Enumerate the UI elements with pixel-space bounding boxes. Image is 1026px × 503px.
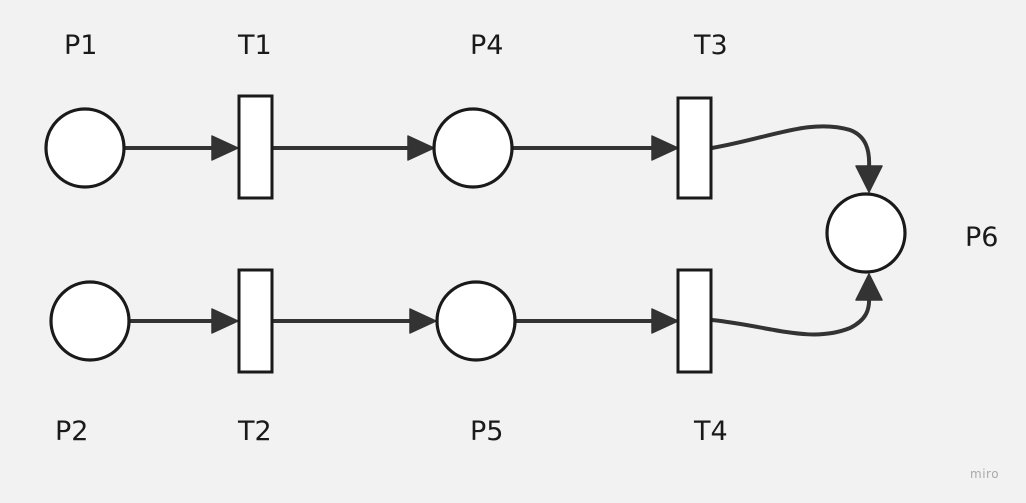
arc-p4-t3-arrowhead — [651, 135, 679, 161]
arc-t2-p5-arrowhead — [409, 308, 437, 334]
place-p1-label: P1 — [64, 30, 97, 61]
place-p2-label: P2 — [55, 416, 88, 447]
place-p5 — [435, 280, 517, 362]
place-p1 — [44, 107, 126, 189]
transition-t1-label: T1 — [237, 30, 272, 61]
transition-t3-label: T3 — [693, 30, 728, 61]
transition-t4-label: T4 — [693, 416, 728, 447]
transition-t2 — [237, 268, 274, 374]
transition-t4 — [676, 268, 713, 374]
arc-p5-t4-arrowhead — [651, 308, 679, 334]
place-p6 — [825, 192, 907, 274]
place-p5-label: P5 — [470, 416, 503, 447]
arc-p2-t2-arrowhead — [211, 308, 239, 334]
arc-p1-t1-arrowhead — [211, 135, 239, 161]
arc-t4-p6 — [710, 294, 872, 337]
miro-watermark: miro — [970, 467, 999, 481]
place-p4 — [432, 107, 514, 189]
place-p4-label: P4 — [470, 30, 503, 61]
arc-t3-p6 — [710, 124, 872, 170]
arc-t1-p4-arrowhead — [407, 135, 435, 161]
transition-t2-label: T2 — [237, 416, 272, 447]
place-p6-label: P6 — [965, 222, 998, 253]
place-p2 — [49, 280, 131, 362]
transition-t1 — [237, 94, 274, 200]
transition-t3 — [676, 96, 713, 200]
arc-t3-p6-arrowhead — [855, 165, 883, 193]
arc-t4-p6-arrowhead — [855, 273, 883, 301]
